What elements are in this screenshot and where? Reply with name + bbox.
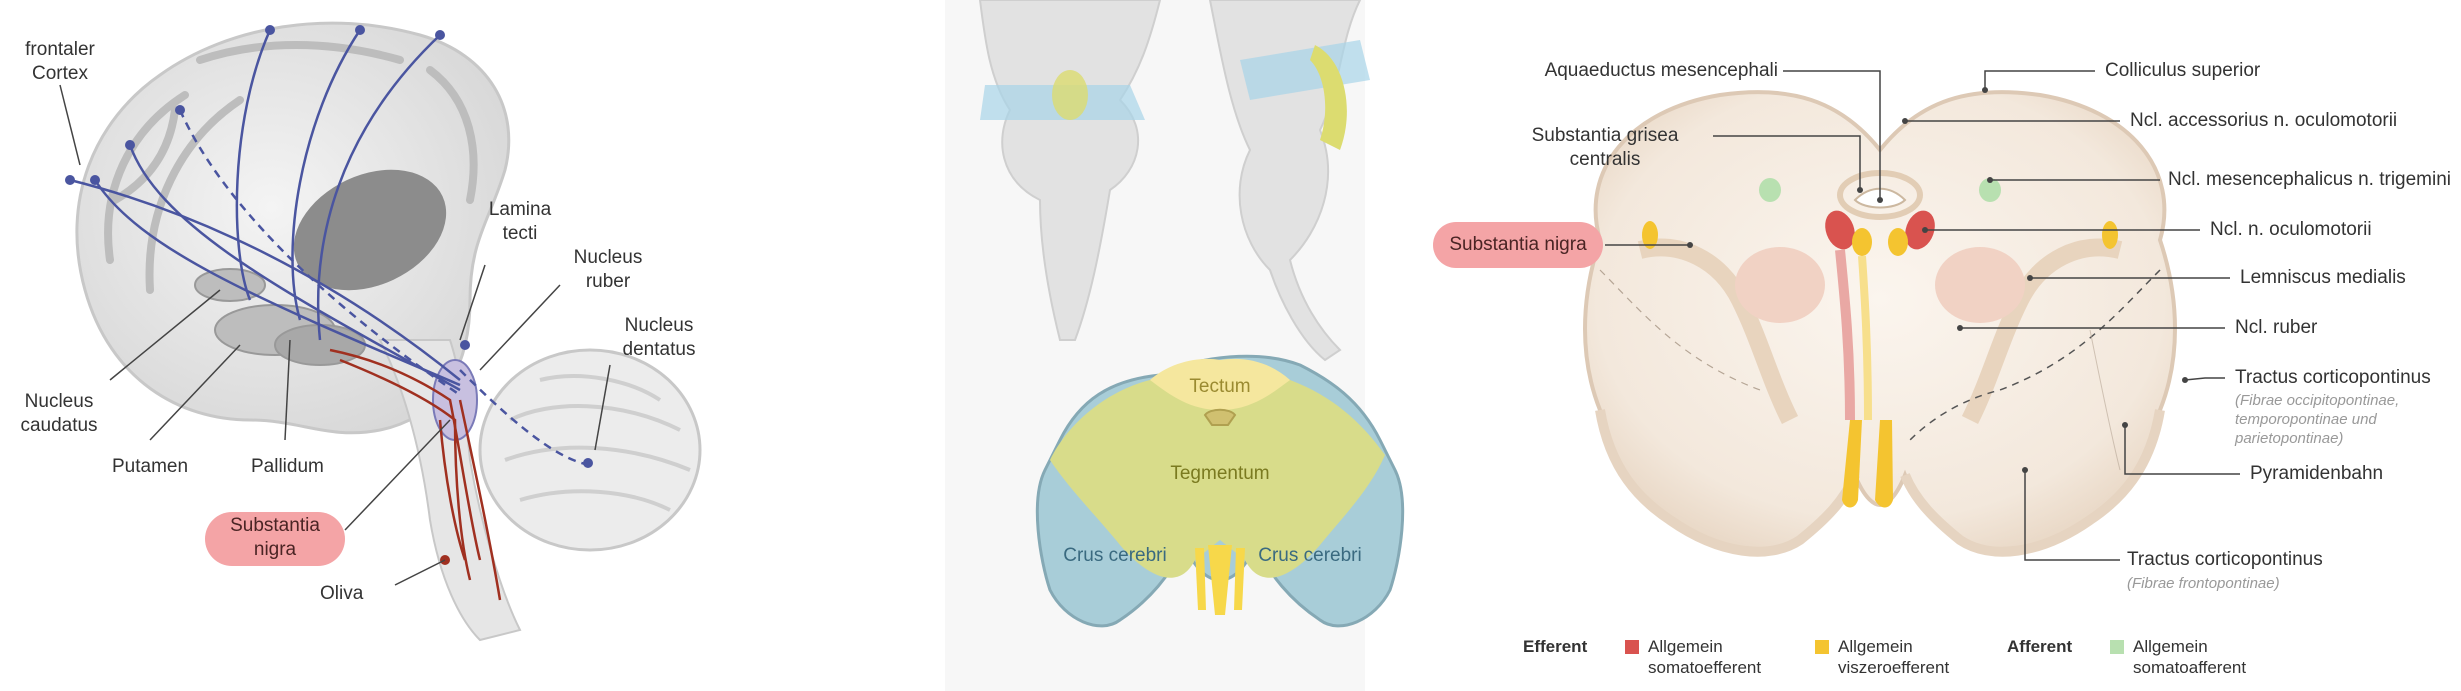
legend-line: somatoafferent xyxy=(2133,658,2247,677)
label-aquaeductus: Aquaeductus mesencephali xyxy=(1544,60,1778,81)
label-line: Substantia xyxy=(230,515,320,536)
label-putamen: Putamen xyxy=(112,456,189,477)
label-line: nigra xyxy=(253,539,297,560)
label-ncl-oculomotorii: Ncl. n. oculomotorii xyxy=(2210,219,2372,240)
label-ncl-ruber: Ncl. ruber xyxy=(2235,317,2318,338)
legend-swatch-somatoefferent xyxy=(1625,640,1639,654)
brain-sagittal-illustration xyxy=(65,21,702,642)
label-tractus-corticopontinus-1: Tractus corticopontinus xyxy=(2235,367,2431,388)
legend-somatoefferent: Allgemein somatoefferent xyxy=(1648,636,1761,678)
legend-line: Allgemein xyxy=(2133,637,2208,656)
label-frontaler-cortex: frontaler Cortex xyxy=(20,38,100,86)
label-nucleus-dentatus: Nucleus dentatus xyxy=(614,314,704,362)
legend-efferent-title: Efferent xyxy=(1523,636,1587,657)
label-nucleus-caudatus: Nucleus caudatus xyxy=(14,390,104,438)
label-lamina-tecti: Lamina tecti xyxy=(480,198,560,246)
mesencephalon-cross-section xyxy=(1583,90,2177,557)
label-line: Nucleus xyxy=(24,391,94,412)
label-line: dentatus xyxy=(622,339,696,360)
label-line: Lamina xyxy=(488,199,552,220)
legend-heading: Efferent xyxy=(1523,637,1588,656)
middle-panel-illustration xyxy=(945,0,1405,691)
label-ncl-mesencephalicus: Ncl. mesencephalicus n. trigemini xyxy=(2168,169,2452,190)
legend-afferent-title: Afferent xyxy=(2007,636,2072,657)
label-substantia-nigra-right: Substantia nigra xyxy=(1433,222,1603,268)
label-substantia-grisea: Substantia grisea centralis xyxy=(1505,124,1705,172)
label-lemniscus-medialis: Lemniscus medialis xyxy=(2240,267,2406,288)
label-substantia-nigra-left: Substantia nigra xyxy=(205,512,345,566)
label-tractus-2-sub: (Fibrae frontopontinae) xyxy=(2127,575,2280,592)
label-crus-cerebri-right: Crus cerebri xyxy=(1258,545,1362,566)
label-tractus-1-sub: (Fibrae occipitopontinae, temporopontina… xyxy=(2235,391,2399,448)
legend-somatoafferent: Allgemein somatoafferent xyxy=(2133,636,2246,678)
legend-viszeroefferent: Allgemein viszeroefferent xyxy=(1838,636,1949,678)
label-crus-cerebri-left: Crus cerebri xyxy=(1063,545,1167,566)
label-pallidum: Pallidum xyxy=(251,456,324,477)
label-line: Cortex xyxy=(32,63,88,84)
label-line: Nucleus xyxy=(573,247,643,268)
label-line: Nucleus xyxy=(624,315,694,336)
label-pyramidenbahn: Pyramidenbahn xyxy=(2250,463,2384,484)
label-line: tecti xyxy=(502,223,538,244)
label-ncl-accessorius: Ncl. accessorius n. oculomotorii xyxy=(2130,110,2398,131)
legend-heading: Afferent xyxy=(2007,637,2073,656)
label-colliculus-superior: Colliculus superior xyxy=(2105,60,2261,81)
label-line: parietopontinae) xyxy=(2235,430,2344,447)
label-tectum: Tectum xyxy=(1189,376,1251,397)
label-nucleus-ruber: Nucleus ruber xyxy=(568,246,648,294)
label-line: centralis xyxy=(1569,149,1641,170)
legend-line: viszeroefferent xyxy=(1838,658,1950,677)
right-leader-dots xyxy=(1687,87,2188,473)
legend-line: somatoefferent xyxy=(1648,658,1762,677)
label-tractus-corticopontinus-2: Tractus corticopontinus xyxy=(2127,549,2323,570)
label-line: caudatus xyxy=(20,415,98,436)
legend-line: Allgemein xyxy=(1838,637,1913,656)
label-line: frontaler xyxy=(25,39,95,60)
left-leader-lines xyxy=(59,84,611,586)
right-leader-lines xyxy=(1605,70,2240,561)
label-tegmentum: Tegmentum xyxy=(1170,463,1270,484)
legend-swatch-somatoafferent xyxy=(2110,640,2124,654)
label-oliva: Oliva xyxy=(320,583,364,604)
label-line: Substantia grisea xyxy=(1531,125,1679,146)
legend-swatch-viszeroefferent xyxy=(1815,640,1829,654)
label-line: (Fibrae occipitopontinae, xyxy=(2235,392,2400,409)
label-line: ruber xyxy=(585,271,631,292)
legend-line: Allgemein xyxy=(1648,637,1723,656)
label-line: temporopontinae und xyxy=(2235,411,2377,428)
